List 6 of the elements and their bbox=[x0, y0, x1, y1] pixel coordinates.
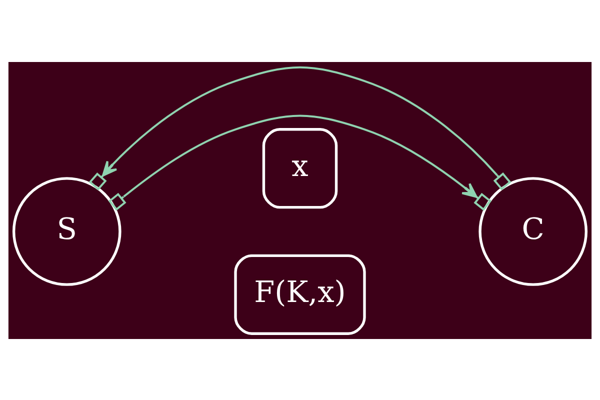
node-box: x bbox=[262, 128, 338, 208]
arrow bbox=[88, 66, 512, 190]
arrow bbox=[108, 114, 492, 210]
node-circle: S bbox=[12, 176, 122, 286]
node-circle: C bbox=[478, 176, 588, 286]
node-box: F(K,x) bbox=[234, 254, 366, 334]
